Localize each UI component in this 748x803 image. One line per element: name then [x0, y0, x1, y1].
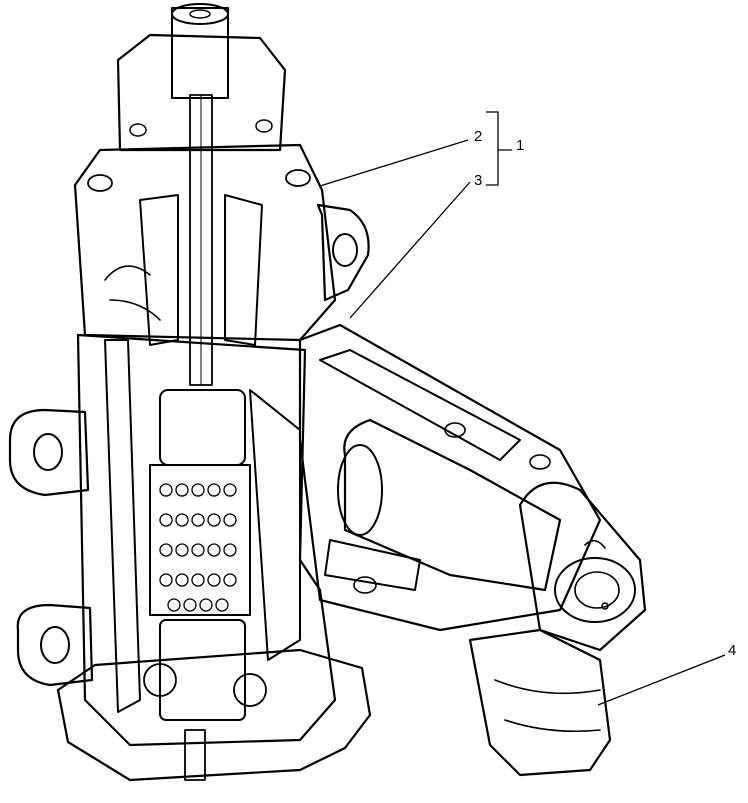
port-boss [8, 408, 90, 497]
piston-face [337, 444, 383, 536]
piston [343, 418, 562, 592]
leader-line-3 [349, 181, 471, 319]
bolt [129, 123, 147, 137]
cylinder-body [298, 323, 602, 632]
housing-wall-section [104, 339, 141, 713]
callout-1: 1 [516, 137, 524, 154]
top-cap [116, 33, 287, 152]
shaft-end [171, 3, 229, 25]
main-housing [56, 3, 372, 782]
lower-body [76, 333, 337, 747]
upper-flange [73, 143, 337, 342]
control-valve-section [139, 194, 179, 346]
bolt [87, 174, 113, 192]
leader-line-2 [319, 139, 469, 187]
callout-3: 3 [474, 172, 482, 189]
nut [554, 557, 636, 623]
port-hole [33, 433, 63, 471]
piston-rod [324, 539, 421, 591]
control-valve-section [224, 194, 263, 346]
bolt [285, 169, 311, 187]
callout-2: 2 [474, 128, 482, 145]
lower-gear-stack [159, 619, 246, 721]
port-boss [16, 603, 94, 687]
bolt [255, 119, 273, 133]
balls [159, 483, 237, 612]
power-cylinder [298, 323, 647, 652]
base-flange [56, 648, 372, 782]
left-ports [8, 408, 94, 687]
internal-cutaway [104, 194, 301, 781]
end-fitting [518, 481, 647, 652]
bolt [353, 576, 377, 594]
ball-nut [159, 389, 246, 466]
bolt [529, 454, 551, 470]
input-shaft [171, 7, 229, 99]
pitman-arm [468, 628, 612, 777]
ball-screw [149, 464, 251, 616]
bolt [444, 422, 466, 438]
callout-4: 4 [728, 642, 736, 659]
bracket [486, 111, 512, 186]
callouts: 2 3 1 4 [319, 111, 736, 706]
cylinder-wall-section [319, 349, 521, 461]
mounting-lug [316, 203, 370, 302]
bearing [233, 673, 267, 707]
leader-line-4 [597, 654, 726, 706]
cotter-pin [584, 539, 606, 549]
bearing [143, 663, 177, 697]
port-hole [40, 626, 70, 664]
bottom-stud [184, 729, 206, 781]
housing-wall-section [249, 389, 301, 661]
